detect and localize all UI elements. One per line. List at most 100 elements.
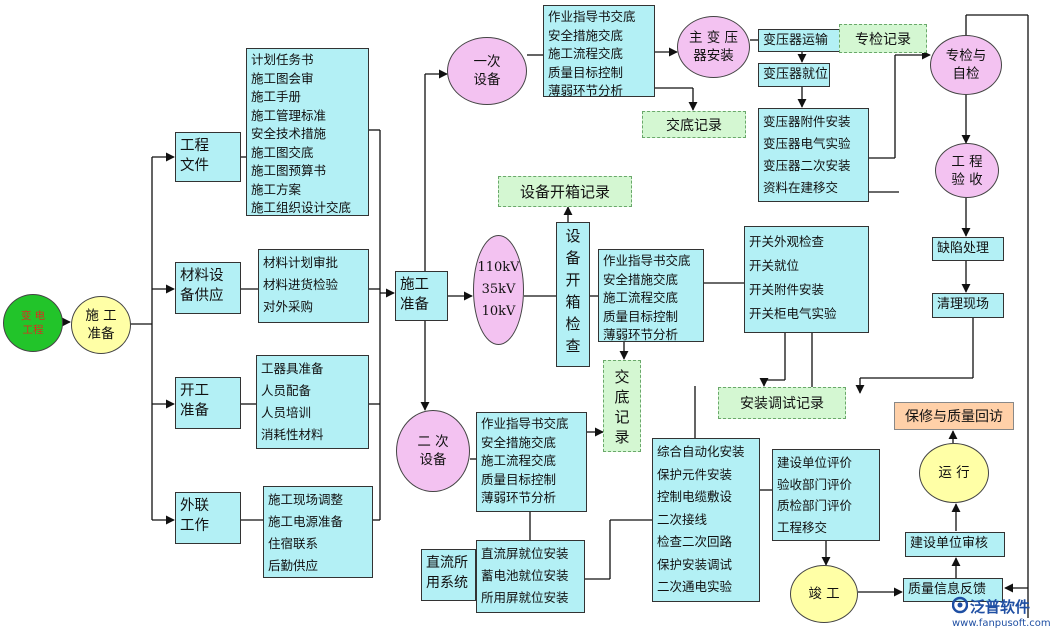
note-unpacking-record: 设备开箱记录 <box>498 176 632 207</box>
item-pri-2: 安全措施交底 <box>548 27 624 43</box>
brand-logo: 泛普软件 www.fanpusoft.com <box>952 596 1050 636</box>
item-eng-5: 安全技术措施 <box>251 126 327 141</box>
node-voltage-levels-text: 110kV 35kV 10kV <box>477 260 520 319</box>
item-sec-1: 作业指导书交底 <box>481 416 569 431</box>
item-mid-3: 施工流程交底 <box>603 290 679 305</box>
node-construction-prep: 施工 准备 <box>395 271 448 321</box>
item-ext-3: 住宿联系 <box>268 536 319 551</box>
list-transformer: 变压器附件安装 变压器电气实验 变压器二次安装 资料在建移交 <box>758 108 869 202</box>
node-dc-system: 直流所 用系统 <box>421 549 476 601</box>
item-ext-4: 后勤供应 <box>268 558 319 573</box>
list-materials: 材料计划审批 材料进货检验 对外采购 <box>258 249 369 323</box>
node-owner-review: 建设单位审核 <box>905 532 1005 557</box>
item-dc-2: 蓄电池就位安装 <box>481 568 569 583</box>
item-eval-2: 验收部门评价 <box>777 476 853 492</box>
node-prep: 施 工 准备 <box>71 296 131 354</box>
item-sw-1: 开关外观检查 <box>749 234 825 249</box>
item-mid-1: 作业指导书交底 <box>603 253 691 268</box>
item-eng-6: 施工图交底 <box>251 144 314 160</box>
list-secondary-handover: 作业指导书交底 安全措施交底 施工流程交底 质量目标控制 薄弱环节分析 <box>476 412 587 512</box>
node-defect-handling: 缺陷处理 <box>932 237 1004 261</box>
brand-name: 泛普软件 <box>970 598 1031 616</box>
item-mid-5: 薄弱环节分析 <box>603 327 679 342</box>
note-special-record: 专检记录 <box>839 24 927 53</box>
item-mid-2: 安全措施交底 <box>603 271 679 287</box>
item-start-3: 人员培训 <box>261 405 312 420</box>
node-site-cleanup: 清理现场 <box>932 293 1004 318</box>
node-transformer-position: 变压器就位 <box>758 63 830 87</box>
item-pri-1: 作业指导书交底 <box>548 9 636 24</box>
item-start-4: 消耗性材料 <box>261 427 324 442</box>
item-sec-3: 施工流程交底 <box>481 453 557 468</box>
node-main-transformer: 主 变 压 器安装 <box>677 16 750 78</box>
node-quality-feedback: 质量信息反馈 <box>903 578 1003 602</box>
item-ext-1: 施工现场调整 <box>268 492 344 507</box>
item-trf-3: 变压器二次安装 <box>763 158 851 173</box>
item-dc-3: 所用屏就位安装 <box>481 590 569 605</box>
item-mat-1: 材料计划审批 <box>263 255 339 270</box>
node-start: 变 电 工程 <box>3 294 63 352</box>
item-sec-2: 安全措施交底 <box>481 434 557 450</box>
node-primary-equipment: 一次 设备 <box>447 37 527 105</box>
item-sec-5: 薄弱环节分析 <box>481 490 557 505</box>
item-auto-7: 二次通电实验 <box>657 579 733 594</box>
item-sw-2: 开关就位 <box>749 258 800 273</box>
item-auto-5: 检查二次回路 <box>657 534 733 549</box>
node-startup: 开工 准备 <box>175 377 241 429</box>
list-external: 施工现场调整 施工电源准备 住宿联系 后勤供应 <box>263 486 373 578</box>
item-auto-6: 保护安装调试 <box>657 556 733 572</box>
node-completion: 竣 工 <box>790 565 858 623</box>
item-eng-3: 施工手册 <box>251 89 302 104</box>
brand-logo-icon <box>952 596 968 614</box>
node-voltage-levels: 110kV 35kV 10kV <box>473 235 524 345</box>
node-primary-equipment-text: 一次 设备 <box>473 54 501 88</box>
node-main-transformer-text: 主 变 压 器安装 <box>688 30 739 64</box>
node-completion-text: 竣 工 <box>808 586 840 602</box>
item-eng-2: 施工图会审 <box>251 70 314 86</box>
node-secondary-equipment: 二 次 设备 <box>396 410 470 492</box>
item-mid-4: 质量目标控制 <box>603 308 679 324</box>
item-eng-9: 施工组织设计交底 <box>251 200 352 215</box>
item-mat-3: 对外采购 <box>263 299 314 314</box>
item-auto-4: 二次接线 <box>657 511 708 527</box>
item-eval-4: 工程移交 <box>777 519 828 535</box>
note-handover-record-1: 交底记录 <box>642 111 746 138</box>
item-dc-1: 直流屏就位安装 <box>481 546 569 561</box>
item-mat-2: 材料进货检验 <box>263 277 339 292</box>
item-start-2: 人员配备 <box>261 383 312 398</box>
node-start-text: 变 电 工程 <box>20 310 46 336</box>
node-warranty: 保修与质量回访 <box>894 402 1014 430</box>
item-trf-1: 变压器附件安装 <box>763 114 851 129</box>
item-eng-1: 计划任务书 <box>251 52 314 67</box>
list-automation: 综合自动化安装 保护元件安装 控制电缆敷设 二次接线 检查二次回路 保护安装调试… <box>652 438 760 602</box>
item-eval-3: 质检部门评价 <box>777 498 853 513</box>
item-pri-3: 施工流程交底 <box>548 46 624 61</box>
list-mid-handover: 作业指导书交底 安全措施交底 施工流程交底 质量目标控制 薄弱环节分析 <box>598 249 704 342</box>
item-sec-4: 质量目标控制 <box>481 471 557 487</box>
node-materials: 材料设 备供应 <box>175 262 241 314</box>
item-pri-5: 薄弱环节分析 <box>548 83 624 98</box>
item-trf-2: 变压器电气实验 <box>763 136 851 151</box>
node-special-self-check: 专检与 自检 <box>930 35 1002 95</box>
node-transformer-transport: 变压器运输 <box>758 29 844 52</box>
node-unpacking-check: 设 备 开 箱 检 查 <box>556 222 590 367</box>
brand-url: www.fanpusoft.com <box>952 618 1050 629</box>
node-operation: 运 行 <box>919 443 989 503</box>
item-eng-7: 施工图预算书 <box>251 163 327 178</box>
node-acceptance: 工 程 验 收 <box>935 143 999 198</box>
list-dc: 直流屏就位安装 蓄电池就位安装 所用屏就位安装 <box>476 540 585 613</box>
item-ext-2: 施工电源准备 <box>268 514 344 529</box>
node-secondary-equipment-text: 二 次 设备 <box>417 434 449 468</box>
list-startup: 工器具准备 人员配备 人员培训 消耗性材料 <box>256 355 369 449</box>
item-start-1: 工器具准备 <box>261 361 324 376</box>
list-engineering-docs: 计划任务书 施工图会审 施工手册 施工管理标准 安全技术措施 施工图交底 施工图… <box>246 48 369 216</box>
node-external: 外联 工作 <box>175 492 241 544</box>
item-auto-2: 保护元件安装 <box>657 466 733 482</box>
item-auto-1: 综合自动化安装 <box>657 444 745 459</box>
list-primary-handover: 作业指导书交底 安全措施交底 施工流程交底 质量目标控制 薄弱环节分析 <box>543 5 655 98</box>
item-eng-8: 施工方案 <box>251 181 302 197</box>
item-eval-1: 建设单位评价 <box>777 455 853 470</box>
item-pri-4: 质量目标控制 <box>548 64 624 80</box>
item-sw-3: 开关附件安装 <box>749 282 825 297</box>
